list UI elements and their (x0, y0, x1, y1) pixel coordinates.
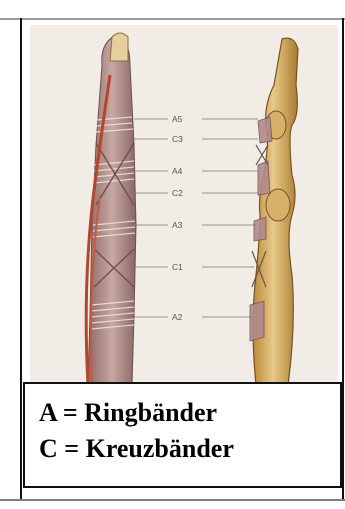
legend-kreuzbaender: C = Kreuzbänder (39, 436, 234, 462)
finger-anatomy-illustration: A5 C3 A4 C2 A3 C1 A2 (30, 25, 338, 385)
frame-left-border (20, 18, 22, 499)
legend-box: A = Ringbänder C = Kreuzbänder (23, 382, 342, 488)
pulley-label-a2: A2 (172, 312, 183, 322)
bottom-rule (0, 499, 345, 501)
pulley-label-a4: A4 (172, 166, 183, 176)
finger-anatomy-svg: A5 C3 A4 C2 A3 C1 A2 (30, 25, 338, 385)
pulley-label-c1: C1 (172, 262, 183, 272)
palmar-view-finger (86, 33, 136, 385)
pulley-label-c2: C2 (172, 188, 183, 198)
pulley-label-group: A5 C3 A4 C2 A3 C1 A2 (134, 114, 258, 322)
frame-right-border (342, 18, 344, 499)
lateral-view-finger (250, 38, 298, 385)
legend-ringbaender: A = Ringbänder (39, 400, 217, 426)
pulley-label-a3: A3 (172, 220, 183, 230)
pulley-label-c3: C3 (172, 134, 183, 144)
pulley-label-a5: A5 (172, 114, 183, 124)
top-rule (0, 18, 345, 20)
